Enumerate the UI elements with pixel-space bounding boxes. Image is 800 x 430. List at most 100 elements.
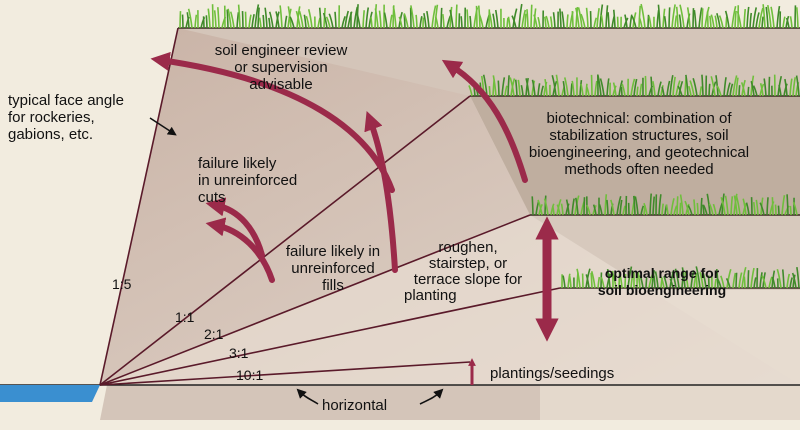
grass-blade xyxy=(507,75,510,97)
grass-blade xyxy=(612,85,617,97)
grass-blade xyxy=(559,8,562,29)
grass-blade xyxy=(759,202,765,216)
grass-blade xyxy=(672,76,676,97)
face-angle-pointer xyxy=(149,117,177,136)
grass-blade xyxy=(606,199,609,216)
grass-blade xyxy=(568,276,572,289)
grass-blade xyxy=(709,15,712,29)
grass-blade xyxy=(701,74,704,97)
grass-blade xyxy=(567,273,571,289)
optimal-line-1: optimal range for xyxy=(604,265,720,281)
grass-blade xyxy=(777,205,780,216)
grass-blade xyxy=(662,8,666,29)
grass-blade xyxy=(562,80,566,97)
grass-blade xyxy=(492,75,497,97)
grass-blade xyxy=(383,12,388,29)
grass-blade xyxy=(531,79,536,97)
biotechnical-label: biotechnical: combination of stabilizati… xyxy=(498,110,780,178)
grass-blade xyxy=(213,10,217,29)
grass-blade xyxy=(766,4,772,29)
grass-blade xyxy=(226,9,229,29)
grass-blade xyxy=(750,80,755,97)
grass-blade xyxy=(789,78,793,97)
grass-blade xyxy=(789,205,792,216)
grass-blade xyxy=(761,275,767,289)
grass-blade xyxy=(575,6,579,29)
engineer-review-label: soil engineer review or supervision advi… xyxy=(196,42,366,93)
grass-blade xyxy=(679,194,684,216)
grass-blade xyxy=(725,278,731,289)
grass-blade xyxy=(328,13,334,29)
grass-blade xyxy=(735,195,741,216)
grass-blade xyxy=(580,13,586,29)
optimal-range-label: optimal range for soil bioengineering xyxy=(572,265,752,299)
grass-blade xyxy=(227,8,232,29)
grass-blade xyxy=(287,6,292,29)
grass-blade xyxy=(415,14,418,29)
grass-blade xyxy=(741,267,747,289)
grass-blade xyxy=(537,199,543,216)
grass-blade xyxy=(460,16,463,29)
grass-blade xyxy=(724,195,729,216)
grass-blade xyxy=(714,278,717,289)
grass-blade xyxy=(289,16,295,29)
grass-blade xyxy=(268,17,271,29)
grass-blade xyxy=(254,4,260,29)
grass-blade xyxy=(618,80,624,97)
grass-blade xyxy=(466,9,469,29)
grass-blade xyxy=(725,16,728,29)
grass-blade xyxy=(666,80,671,97)
grass-blade xyxy=(640,205,645,216)
grass-blade xyxy=(579,80,583,97)
grass-blade xyxy=(792,77,797,97)
failure-fills-line-3: fills xyxy=(322,277,344,294)
grass-blade xyxy=(647,14,650,29)
grass-blade xyxy=(637,272,641,289)
grass-blade xyxy=(524,13,527,29)
grass-blade xyxy=(258,17,262,29)
grass-blade xyxy=(789,16,793,29)
grass-blade xyxy=(679,4,685,29)
grass-blade xyxy=(279,5,283,29)
grass-blade xyxy=(207,8,211,29)
grass-blade xyxy=(699,272,704,289)
grass-blade xyxy=(571,11,574,29)
grass-blade xyxy=(783,83,788,97)
grass-blade xyxy=(392,6,397,29)
grass-blade xyxy=(770,6,775,29)
grass-blade xyxy=(616,196,622,216)
failure-cuts-line-3: cuts xyxy=(198,189,226,206)
grass-blade xyxy=(784,78,788,97)
grass-blade xyxy=(492,13,496,29)
grass-blade xyxy=(785,17,790,29)
grass-blade xyxy=(753,277,757,289)
grass-blade xyxy=(410,5,415,29)
grass-blade xyxy=(766,197,769,216)
grass-blade xyxy=(298,10,304,29)
grass-blade xyxy=(755,12,760,29)
grass-blade xyxy=(675,80,681,97)
grass-blade xyxy=(681,277,684,289)
grass-blade xyxy=(606,268,611,289)
grass-blade xyxy=(514,79,518,97)
grass-blade xyxy=(720,197,726,216)
grass-blade xyxy=(434,4,439,29)
grass-blade xyxy=(597,75,602,97)
grass-blade xyxy=(679,202,682,216)
grass-blade xyxy=(426,10,430,29)
grass-blade xyxy=(236,12,240,29)
grass-blade xyxy=(671,4,676,29)
grass-blade xyxy=(237,4,241,29)
roughen-line-3: terrace slope for xyxy=(413,271,523,288)
grass-blade xyxy=(334,11,337,29)
grass-blade xyxy=(317,17,321,29)
grass-blade xyxy=(618,272,621,289)
grass-blade xyxy=(695,273,698,289)
grass-blade xyxy=(702,272,707,289)
grass-blade xyxy=(677,85,683,97)
grass-blade xyxy=(544,79,548,97)
grass-blade xyxy=(604,194,608,216)
grass-blade xyxy=(570,83,573,97)
grass-blade xyxy=(478,14,484,29)
